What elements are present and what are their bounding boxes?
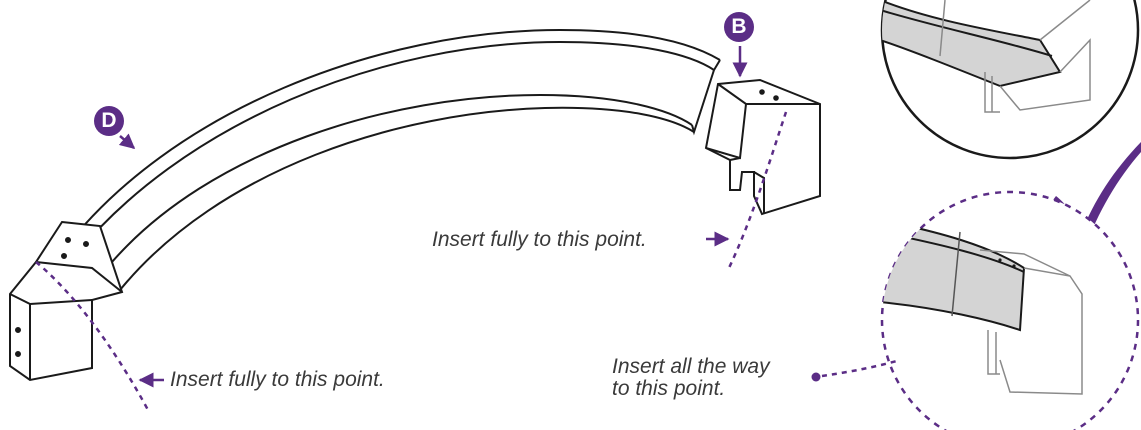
left-connector (9, 220, 124, 382)
insert-guide-lines (35, 111, 788, 411)
detail-circle-top (880, 0, 1140, 160)
detail-circle-bottom (880, 190, 1140, 430)
badge-b: B (724, 12, 754, 42)
curved-beam (61, 28, 721, 291)
insert-label-detail-line1: Insert all the way (612, 355, 770, 378)
insert-label-left: Insert fully to this point. (170, 368, 385, 391)
leader-arrows (118, 46, 748, 388)
connector-b (704, 78, 821, 216)
insert-label-right: Insert fully to this point. (432, 228, 647, 251)
insert-label-detail: Insert all the way to this point. (612, 356, 770, 400)
insert-label-detail-line2: to this point. (612, 377, 726, 400)
detail-leader (811, 358, 901, 382)
arrow-icon (118, 133, 136, 149)
insert-line-right (726, 111, 788, 271)
badge-d: D (94, 106, 124, 136)
